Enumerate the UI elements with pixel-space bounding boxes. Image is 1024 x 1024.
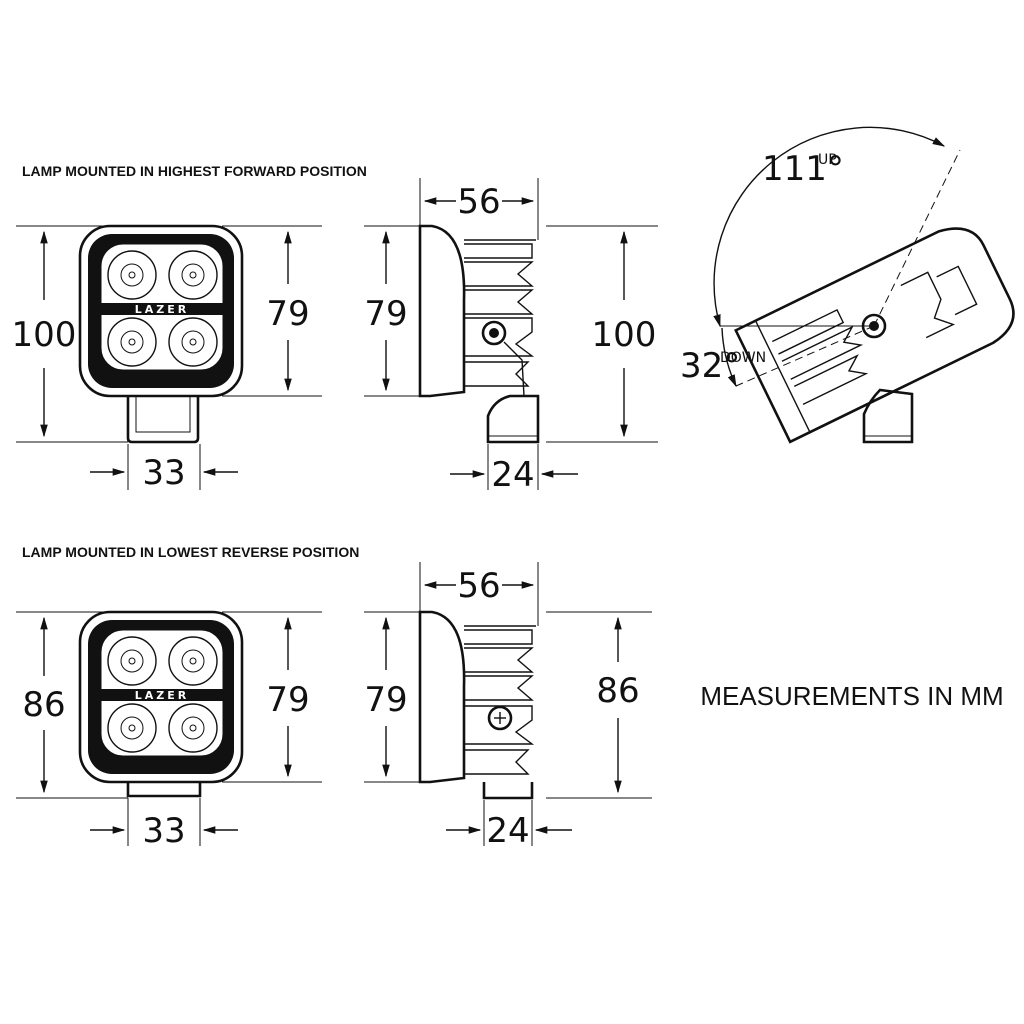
bottom-front-view: LAZER 86 79 33	[16, 610, 322, 851]
lamp-side-body	[418, 610, 466, 784]
bottom-side-width: 56	[457, 566, 500, 606]
lamp-housing	[78, 224, 244, 398]
bottom-front-inner-height: 79	[266, 680, 309, 720]
top-side-bracket-width: 24	[491, 455, 534, 495]
top-side-inner-height: 79	[364, 294, 407, 334]
lamp-logo: LAZER	[135, 689, 189, 702]
cooling-fins	[464, 629, 535, 775]
tilt-mount-foot	[862, 388, 914, 444]
bottom-front-bracket-width: 33	[142, 811, 185, 851]
down-angle-label: DOWN	[720, 350, 766, 366]
bottom-side-view: 56 79 86 24	[364, 562, 652, 851]
mount-bracket	[126, 396, 200, 444]
down-angle-value: 32°	[680, 346, 740, 386]
side-mount-foot	[482, 782, 534, 800]
top-section-title: LAMP MOUNTED IN HIGHEST FORWARD POSITION	[22, 163, 367, 179]
up-angle-label: UP	[818, 152, 837, 168]
led-cluster	[107, 250, 218, 367]
lamp-housing	[78, 610, 244, 784]
tilt-range-view: 111° UP 32° DOWN	[680, 126, 1015, 444]
pivot-bolt	[487, 705, 513, 731]
bottom-section-title: LAMP MOUNTED IN LOWEST REVERSE POSITION	[22, 544, 359, 560]
top-front-bracket-width: 33	[142, 453, 185, 493]
lamp-logo: LAZER	[135, 303, 189, 316]
bottom-side-bracket-width: 24	[486, 811, 529, 851]
bottom-side-inner-height: 79	[364, 680, 407, 720]
side-mount-foot	[486, 394, 540, 444]
bottom-front-height: 86	[22, 685, 65, 725]
top-side-height: 100	[592, 315, 657, 355]
top-side-view: 56 79 100 24	[364, 178, 658, 495]
bottom-side-height: 86	[596, 671, 639, 711]
lamp-side-body	[418, 224, 466, 398]
top-front-height: 100	[12, 315, 77, 355]
led-cluster	[107, 636, 218, 753]
mount-bracket	[126, 782, 202, 798]
tilted-lamp-body	[734, 227, 1015, 444]
units-note: MEASUREMENTS IN MM	[700, 681, 1003, 711]
top-side-width: 56	[457, 182, 500, 222]
top-front-view: LAZER 100 79 33	[12, 224, 322, 493]
up-angle-arc	[713, 126, 946, 328]
pivot-bolt	[481, 320, 507, 346]
down-angle-arc	[721, 327, 737, 388]
tilted-lamp	[734, 227, 1015, 444]
up-angle-value: 111°	[762, 149, 844, 189]
top-front-inner-height: 79	[266, 294, 309, 334]
cooling-fins	[464, 243, 535, 387]
